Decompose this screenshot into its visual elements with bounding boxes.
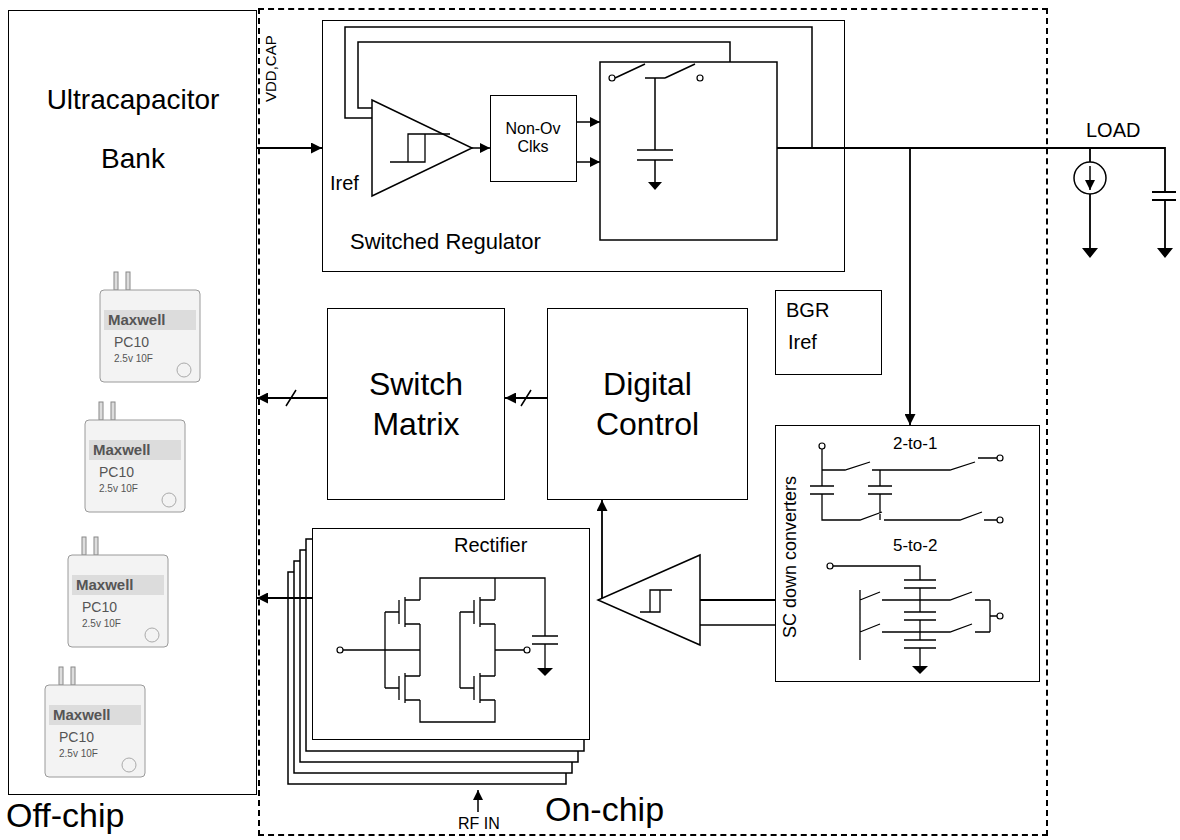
capacitor-band (49, 705, 141, 725)
reference-box: BGR Iref (775, 290, 882, 375)
two-to-one-circuit (810, 449, 997, 520)
hysteresis-symbol (390, 134, 450, 162)
signal-name: Iref (330, 172, 359, 195)
capacitor-pin (111, 402, 115, 420)
storage-bank-box: Ultracapacitor Bank (8, 10, 257, 795)
regulator-box: Switched Regulator Non-Ov Clks (322, 20, 845, 272)
chip-boundary: On-chipSwitched RegulatorNon-Ov ClksSwit… (258, 8, 1048, 836)
process-box: Digital Control (547, 308, 748, 500)
capacitor-pin (114, 272, 118, 290)
block-title: BGR (786, 299, 829, 322)
block-title: Switch Matrix (336, 364, 496, 444)
terminal-dot (997, 517, 1003, 523)
signal-arrow (472, 147, 490, 149)
clock-box: Non-Ov Clks (490, 95, 577, 182)
rectifier-circuit (343, 578, 558, 722)
load-wire (777, 148, 1176, 248)
ground-symbol (537, 668, 553, 676)
block-title: Rectifier (454, 534, 527, 557)
switch-cap-symbol (615, 64, 695, 182)
ratio-label: 5-to-2 (893, 536, 937, 556)
block-title: Digital Control (558, 364, 738, 444)
part-marking: Maxwell (108, 311, 166, 328)
terminal-dot (524, 647, 530, 653)
block-title: On-chip (545, 792, 664, 826)
terminal-dot (697, 75, 703, 81)
comparator-symbol (598, 555, 700, 645)
clock-arrow (577, 161, 600, 163)
block-title: SC down converters (780, 476, 801, 638)
connector-arrow (257, 147, 322, 149)
comparator-symbol (372, 100, 472, 196)
part-marking: 2.5v 10F (114, 353, 153, 365)
current-arrow (1089, 166, 1091, 190)
capacitor-body (85, 420, 185, 512)
capacitor-pin (82, 537, 86, 555)
capacitor-band (104, 310, 196, 330)
capacitor-logo (145, 628, 159, 642)
part-marking: Maxwell (53, 706, 111, 723)
part-marking: Maxwell (76, 576, 134, 593)
connector-arrow (257, 597, 312, 599)
part-marking: Maxwell (93, 441, 151, 458)
capacitor-band (89, 440, 181, 460)
terminal-dot (337, 647, 343, 653)
ultracapacitor-picture (68, 537, 168, 647)
signal-name: LOAD (1086, 119, 1140, 142)
ground-symbol (1082, 248, 1173, 258)
capacitor-pin (59, 667, 63, 685)
terminal-dot (819, 443, 825, 449)
process-box: Switch Matrix (327, 308, 505, 500)
hysteresis-symbol (640, 590, 672, 612)
capacitor-pin (99, 402, 103, 420)
block-title: Switched Regulator (350, 229, 541, 254)
capacitor-pin (126, 272, 130, 290)
signal-name: RF IN (456, 815, 502, 833)
ratio-label: 2-to-1 (893, 434, 937, 454)
capacitor-body (45, 685, 145, 777)
clock-arrow (577, 121, 600, 123)
block-subtitle: Iref (788, 331, 817, 354)
ultracapacitor-picture (85, 402, 185, 512)
part-marking: 2.5v 10F (82, 618, 121, 630)
capacitor-logo (122, 758, 136, 772)
ground-symbol (648, 182, 662, 190)
terminal-dot (997, 613, 1003, 619)
connector-arrow (845, 148, 910, 425)
ultracapacitor-picture (100, 272, 200, 382)
capacitor-pin (71, 667, 75, 685)
part-marking: PC10 (82, 599, 117, 615)
part-marking: PC10 (99, 464, 134, 480)
comparator-input-wire (700, 624, 775, 626)
rf-input-arrow (477, 790, 479, 812)
region-label: Off-chip (6, 798, 124, 832)
block-title: Ultracapacitor Bank (23, 71, 243, 189)
capacitor-logo (177, 363, 191, 377)
ultracapacitor-picture (45, 667, 145, 777)
signal-name: VDD,CAP (262, 35, 279, 102)
switch-cap-box (600, 62, 777, 240)
part-marking: 2.5v 10F (99, 483, 138, 495)
capacitor-body (100, 290, 200, 382)
block-title: Non-Ov Clks (497, 120, 569, 157)
terminal-dot (827, 563, 833, 569)
terminal-dot (997, 455, 1003, 461)
part-marking: PC10 (59, 729, 94, 745)
part-marking: PC10 (114, 334, 149, 350)
part-marking: 2.5v 10F (59, 748, 98, 760)
capacitor-pin (94, 537, 98, 555)
current-source-symbol (1074, 162, 1106, 194)
terminal-dot (609, 75, 615, 81)
capacitor-body (68, 555, 168, 647)
ground-symbol (912, 666, 928, 674)
rectifier-box: Rectifier (312, 528, 590, 740)
capacitor-logo (162, 493, 176, 507)
capacitor-band (72, 575, 164, 595)
five-to-two-circuit (833, 566, 997, 666)
rectifier-stack (288, 539, 584, 784)
